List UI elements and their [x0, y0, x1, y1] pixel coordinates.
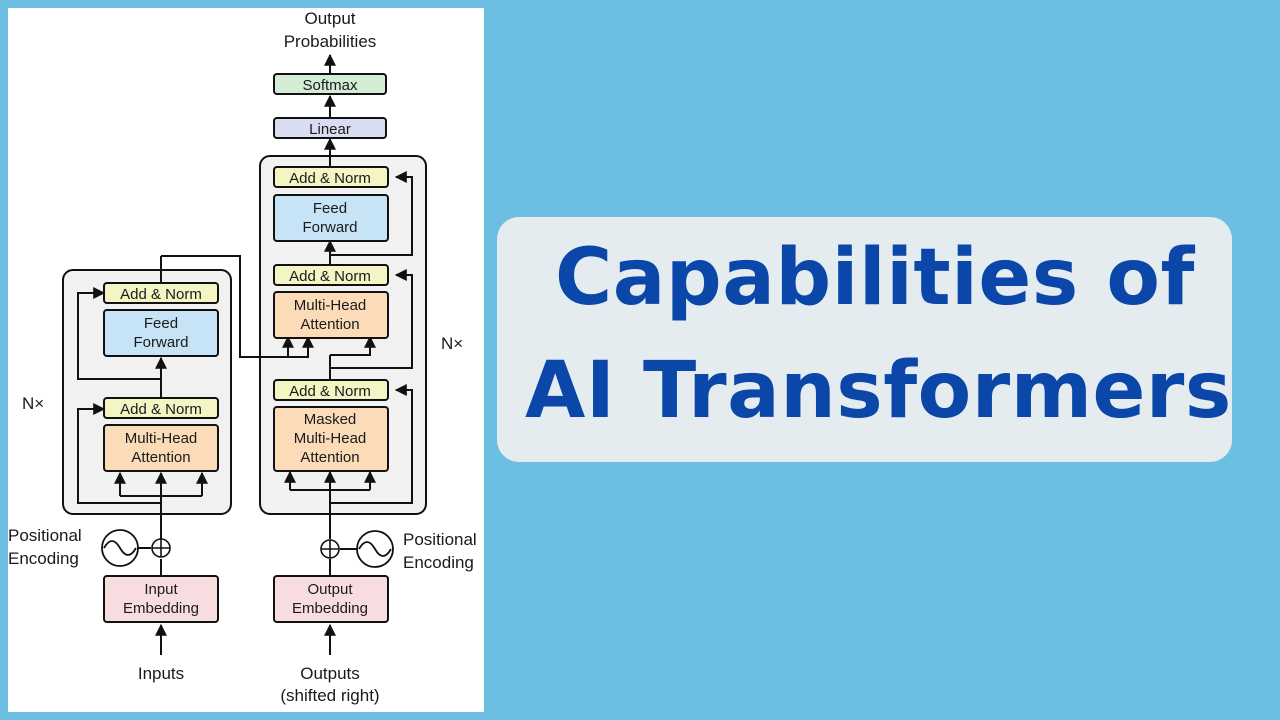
encoder-positional-label-1: Positional	[8, 526, 82, 545]
masked-attention-label-1: Masked	[304, 411, 357, 428]
title-line-2: AI Transformers	[525, 346, 1232, 436]
decoder-adder-icon	[320, 539, 340, 559]
transformer-architecture-diagram: Add & Norm Feed Forward Add & Norm Multi…	[8, 9, 477, 705]
decoder-add-norm-bottom-label: Add & Norm	[289, 383, 371, 400]
title-line-1: Capabilities of	[555, 233, 1195, 323]
encoder-positional-label-2: Encoding	[8, 549, 79, 568]
input-embedding-label-2: Embedding	[123, 600, 199, 617]
softmax-layer: Softmax	[273, 73, 387, 95]
encoder-add-norm-top: Add & Norm	[103, 282, 219, 304]
decoder-feed-forward: Feed Forward	[273, 194, 389, 242]
outputs-label-1: Outputs	[300, 664, 360, 683]
input-embedding: Input Embedding	[103, 575, 219, 623]
decoder-feed-forward-label-1: Feed	[313, 200, 347, 217]
decoder-masked-multi-head-attention: Masked Multi-Head Attention	[273, 406, 389, 472]
encoder-add-norm-top-label: Add & Norm	[120, 286, 202, 303]
decoder-positional-encoding-icon	[356, 530, 394, 568]
encoder-attention-label-1: Multi-Head	[125, 430, 198, 447]
encoder-attention-label-2: Attention	[131, 449, 190, 466]
decoder-multi-head-attention: Multi-Head Attention	[273, 291, 389, 339]
encoder-feed-forward-label-1: Feed	[144, 315, 178, 332]
decoder-feed-forward-label-2: Forward	[302, 219, 357, 236]
encoder-multi-head-attention: Multi-Head Attention	[103, 424, 219, 472]
title-card-top	[518, 217, 1208, 327]
encoder-feed-forward-label-2: Forward	[133, 334, 188, 351]
output-embedding: Output Embedding	[273, 575, 389, 623]
decoder-positional-label-2: Encoding	[403, 553, 474, 572]
masked-attention-label-3: Attention	[300, 449, 359, 466]
decoder-attention-label-2: Attention	[300, 316, 359, 333]
output-probabilities-label-1: Output	[304, 9, 355, 28]
decoder-add-norm-top-label: Add & Norm	[289, 170, 371, 187]
linear-layer: Linear	[273, 117, 387, 139]
inputs-label: Inputs	[138, 664, 184, 683]
softmax-label: Softmax	[302, 77, 358, 94]
encoder-feed-forward: Feed Forward	[103, 309, 219, 357]
decoder-positional-label-1: Positional	[403, 530, 477, 549]
encoder-add-norm-bottom-label: Add & Norm	[120, 401, 202, 418]
transformer-diagram-panel: Add & Norm Feed Forward Add & Norm Multi…	[8, 8, 484, 712]
encoder-nx-label: N×	[22, 394, 44, 413]
decoder-add-norm-top: Add & Norm	[273, 166, 389, 188]
encoder-add-norm-bottom: Add & Norm	[103, 397, 219, 419]
masked-attention-label-2: Multi-Head	[294, 430, 367, 447]
input-embedding-label-1: Input	[144, 581, 178, 598]
output-probabilities-label-2: Probabilities	[284, 32, 377, 51]
decoder-add-norm-bottom: Add & Norm	[273, 379, 389, 401]
linear-label: Linear	[309, 121, 351, 138]
decoder-add-norm-middle: Add & Norm	[273, 264, 389, 286]
output-embedding-label-2: Embedding	[292, 600, 368, 617]
encoder-adder-icon	[151, 538, 171, 558]
output-embedding-label-1: Output	[307, 581, 353, 598]
decoder-add-norm-middle-label: Add & Norm	[289, 268, 371, 285]
encoder-positional-encoding-icon	[101, 529, 139, 567]
decoder-attention-label-1: Multi-Head	[294, 297, 367, 314]
outputs-label-2: (shifted right)	[280, 686, 379, 705]
encoder-stack	[62, 269, 232, 515]
connector-lines	[77, 53, 413, 655]
decoder-nx-label: N×	[441, 334, 463, 353]
